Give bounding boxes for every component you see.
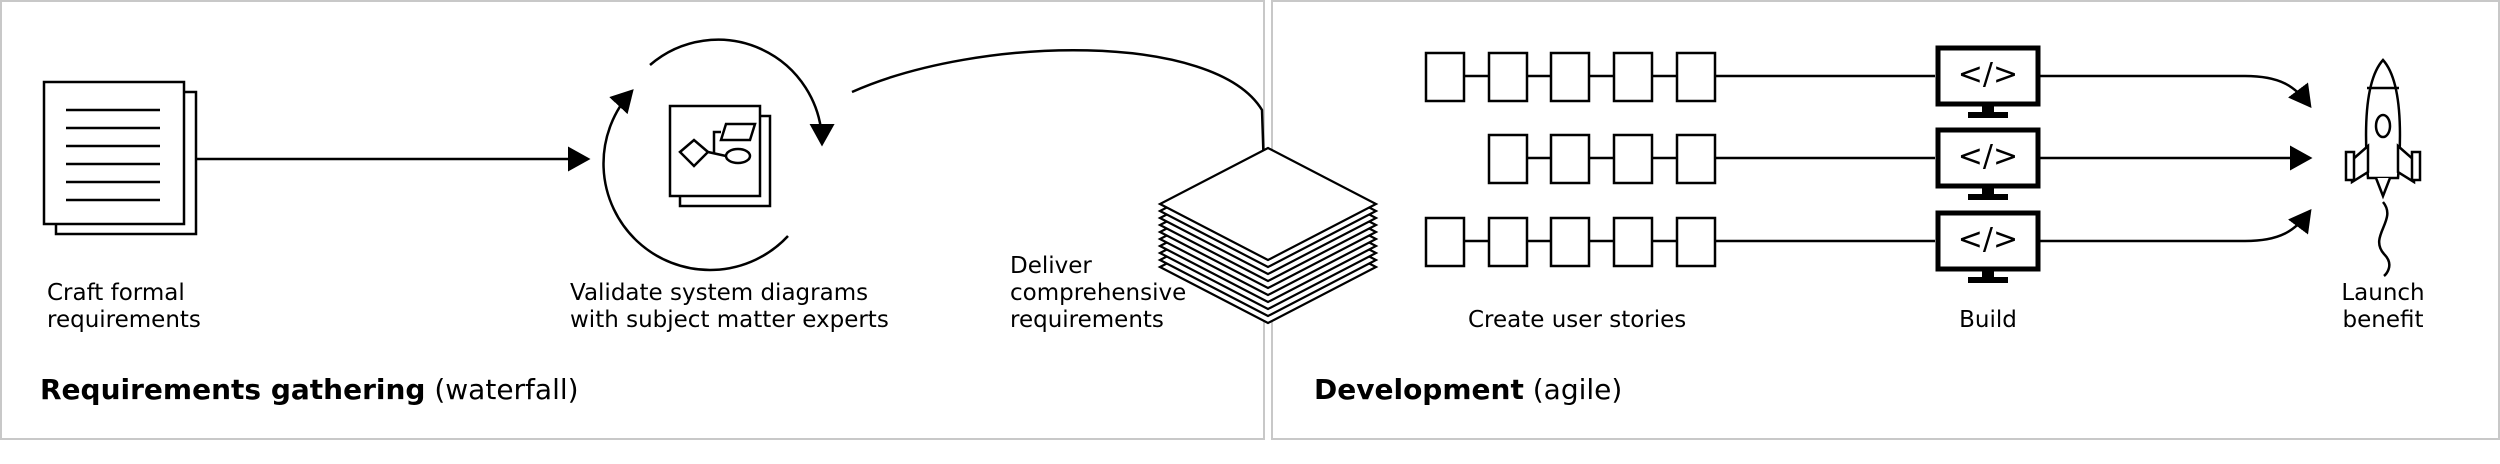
create-user-stories-label: Create user stories [1468,307,1687,333]
user-story-box-icon [1424,51,1717,268]
craft-requirements-label: Craft formal requirements [47,280,201,334]
build-label: Build [1959,307,2017,333]
phase-subtitle: (waterfall) [434,373,579,406]
requirements-stack-icon [1157,146,1379,325]
rocket-icon [2344,58,2422,277]
deliver-requirements-label: Deliver comprehensive requirements [1010,253,1186,334]
validate-label-line2: with subject matter experts [570,307,889,333]
development-title: Development (agile) [1314,373,1622,407]
build-monitor-code-1: </> [1957,57,2019,92]
deliver-label-line2: comprehensive [1010,280,1187,306]
phase-title-bold: Development [1314,373,1524,406]
deliver-label-line3: requirements [1010,307,1164,333]
validate-label-line1: Validate system diagrams [570,280,869,306]
phase-title-bold: Requirements gathering [40,373,426,406]
arrow-to-deliver [851,49,1277,203]
launch-label-line1: Launch [2341,280,2425,306]
validate-diagrams-label: Validate system diagrams with subject ma… [570,280,889,334]
user-story-lanes [1424,51,1935,268]
requirements-gathering-title: Requirements gathering (waterfall) [40,373,579,407]
launch-label-line2: benefit [2342,307,2424,333]
deliver-label-line1: Deliver [1010,253,1092,279]
document-icon [42,80,198,236]
craft-label-line2: requirements [47,307,201,333]
flowchart-diagram-icon [668,104,772,208]
build-monitor-code-2: </> [1957,139,2019,174]
build-monitor-code-3: </> [1957,222,2019,257]
craft-label-line1: Craft formal [47,280,185,306]
phase-subtitle: (agile) [1532,373,1623,406]
arrows-to-launch [2038,74,2313,243]
launch-benefit-label: Launch benefit [2318,280,2448,334]
cycle-arrows-icon [602,38,835,272]
